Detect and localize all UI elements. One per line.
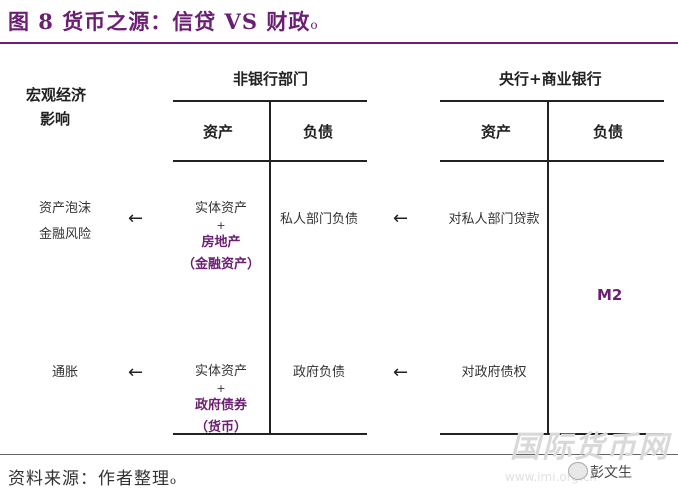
nonbank-row2-asset: 实体资产 + 政府债券 （货币） [173,361,269,439]
nonbank-row2-asset-line1: 实体资产 [194,364,247,379]
macro-header-line1: 宏观经济 [26,86,87,104]
bank-header-line [440,160,664,162]
macro-header-line2: 影响 [40,110,71,128]
macro-row2: 通胀 [51,365,78,380]
figure-title: 图 8 货币之源：信贷 VS 财政o [8,9,319,34]
bank-top-line [440,100,664,102]
source-mark: o [170,476,178,487]
arrow-left-icon: ← [393,208,409,229]
macro-row1: 资产泡沫 金融风险 [10,198,120,246]
bank-bottom-line [440,433,664,435]
macro-row1-line2: 金融风险 [38,227,91,242]
title-rule [0,42,678,44]
nonbank-row1-asset: 实体资产 + 房地产 （金融资产） [173,198,269,276]
nonbank-row1-asset-line2: 房地产 [201,235,241,250]
nonbank-liability-header: 负债 [303,123,334,141]
bank-title: 央行+商业银行 [499,70,602,88]
nonbank-row1-liability: 私人部门负债 [279,212,358,227]
m2-label: M2 [597,286,623,304]
nonbank-row2-asset-line3: （货币） [194,420,247,435]
wechat-icon [568,462,588,480]
nonbank-asset-header: 资产 [203,123,234,141]
nonbank-title: 非银行部门 [233,70,309,88]
nonbank-row1-asset-line3: （金融资产） [181,257,260,272]
bank-row1-asset: 对私人部门贷款 [448,212,540,227]
nonbank-row2-liability: 政府负债 [292,365,345,380]
nonbank-row1-asset-line1: 实体资产 [194,201,247,216]
bank-divider [547,101,549,435]
bank-row2-asset: 对政府债权 [461,365,527,380]
source-note: 资料来源：作者整理o [8,469,178,489]
arrow-left-icon: ← [128,208,144,229]
title-mark: o [310,18,319,32]
bank-asset-header: 资产 [481,123,512,141]
nonbank-row2-asset-line2: 政府债券 [194,398,247,413]
nonbank-row1-plus: + [216,219,226,232]
nonbank-divider [269,101,271,435]
author-label: 彭文生 [590,465,632,481]
watermark-text: 国际货币网 [510,430,670,465]
arrow-left-icon: ← [393,362,409,383]
macro-row1-line1: 资产泡沫 [38,201,91,216]
nonbank-row2-plus: + [216,382,226,395]
bank-liability-header: 负债 [593,123,624,141]
footer-rule [0,454,678,455]
arrow-left-icon: ← [128,362,144,383]
nonbank-bottom-line [173,433,367,435]
